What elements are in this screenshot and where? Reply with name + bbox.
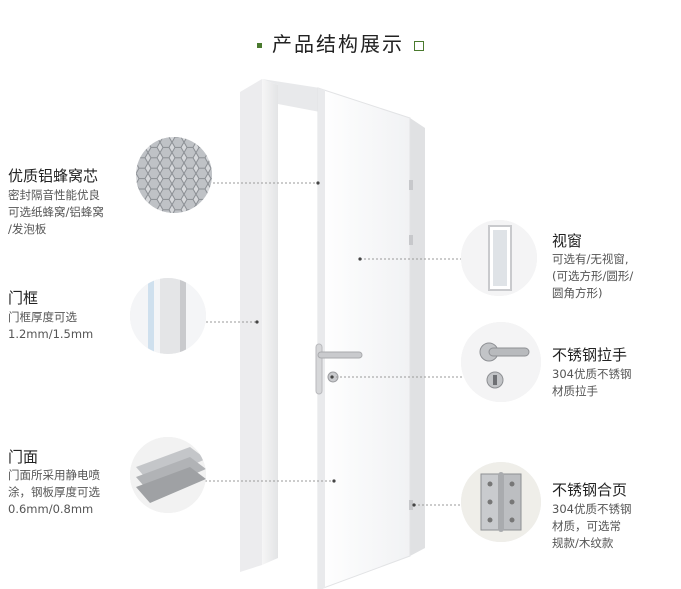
handle-desc-line: 304优质不锈钢 <box>552 367 632 381</box>
honeycomb-desc-line: /发泡板 <box>8 222 47 236</box>
hinge-desc: 304优质不锈钢 材质，可选常 规款/木纹款 <box>552 501 631 552</box>
hinge-desc-line: 材质，可选常 <box>552 519 621 533</box>
handle-desc: 304优质不锈钢 材质拉手 <box>552 366 631 400</box>
window-desc-line: 圆角方形) <box>552 286 603 300</box>
panel-desc-line: 0.6mm/0.8mm <box>8 502 94 516</box>
honeycomb-desc: 密封隔音性能优良 可选纸蜂窝/铝蜂窝 /发泡板 <box>8 187 104 238</box>
door-panel-image <box>130 437 206 513</box>
door-frame-image <box>130 278 206 354</box>
handle-label: 不锈钢拉手 <box>552 346 628 364</box>
window-desc-line: (可选方形/圆形/ <box>552 269 634 283</box>
honeycomb-desc-line: 可选纸蜂窝/铝蜂窝 <box>8 205 104 219</box>
honeycomb-desc-line: 密封隔音性能优良 <box>8 188 100 202</box>
hinge-desc-line: 规款/木纹款 <box>552 536 614 550</box>
frame-desc: 门框厚度可选 1.2mm/1.5mm <box>8 309 93 343</box>
frame-left-outer <box>240 79 262 572</box>
handle-lever <box>317 351 363 359</box>
window-desc-line: 可选有/无视窗, <box>552 252 629 266</box>
panel-desc-line: 门面所采用静电喷 <box>8 468 100 482</box>
leader-lines <box>190 182 465 506</box>
green-outline-square-icon <box>414 40 424 51</box>
door-edge <box>318 88 325 589</box>
stainless-handle-image <box>461 322 541 402</box>
leader-dots <box>255 181 416 507</box>
hinge-label: 不锈钢合页 <box>552 481 628 499</box>
view-window-image <box>461 220 537 296</box>
frame-desc-line: 1.2mm/1.5mm <box>8 327 94 341</box>
frame-left-inner <box>262 79 278 565</box>
green-square-icon <box>257 43 262 48</box>
window-label: 视窗 <box>552 232 583 250</box>
stainless-hinge-image <box>461 462 541 542</box>
window-desc: 可选有/无视窗, (可选方形/圆形/ 圆角方形) <box>552 251 633 302</box>
panel-desc-line: 涂，钢板厚度可选 <box>8 485 100 499</box>
door-leaf <box>317 87 411 589</box>
handle-desc-line: 材质拉手 <box>552 384 598 398</box>
frame-desc-line: 门框厚度可选 <box>8 310 77 324</box>
frame-top <box>262 79 320 112</box>
panel-desc: 门面所采用静电喷 涂，钢板厚度可选 0.6mm/0.8mm <box>8 467 100 518</box>
honeycomb-core-image <box>136 137 212 213</box>
frame-label: 门框 <box>8 289 39 307</box>
panel-label: 门面 <box>8 448 39 466</box>
hinge-desc-line: 304优质不锈钢 <box>552 502 632 516</box>
honeycomb-label: 优质铝蜂窝芯 <box>8 167 99 185</box>
page-title: 产品结构展示 <box>0 28 681 57</box>
frame-right <box>410 118 425 556</box>
page-title-text: 产品结构展示 <box>272 32 404 56</box>
